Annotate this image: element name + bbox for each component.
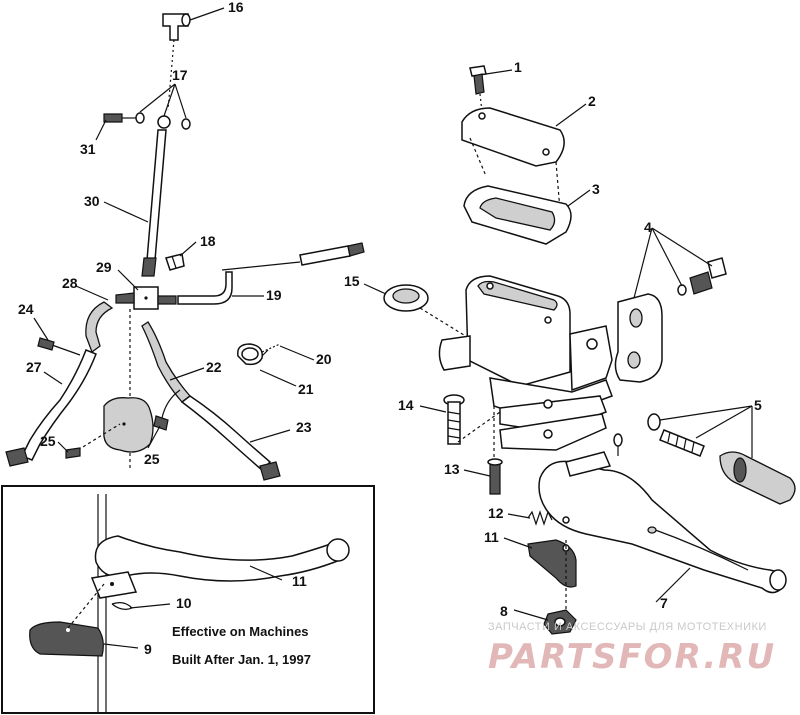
callout-22: 21 (298, 381, 314, 397)
screw-26 (65, 447, 81, 459)
inset-box (1, 485, 375, 714)
cover-2 (461, 107, 565, 211)
callout-26: 25 (40, 433, 56, 449)
callout-9: 9 (144, 641, 152, 657)
callout-15: 14 (398, 397, 414, 413)
callout-4: 4 (644, 219, 652, 235)
callout-14: 13 (444, 461, 460, 477)
callout-24: 23 (296, 419, 312, 435)
callout-3: 3 (592, 181, 600, 197)
hose-28-left (5, 301, 114, 467)
screw-1 (469, 65, 487, 113)
nut-8 (543, 609, 577, 635)
lever-7 (538, 433, 787, 594)
watermark-tagline: ЗАПЧАСТИ И АКСЕССУАРЫ ДЛЯ МОТОТЕХНИКИ (488, 621, 767, 633)
callout-numbers: 16 17 31 30 18 29 19 28 24 27 20 21 22 2… (18, 0, 762, 657)
callout-28: 28 (62, 275, 78, 291)
callout-12: 11 (484, 529, 499, 545)
callout-31: 31 (80, 141, 96, 157)
callout-20: 19 (266, 287, 282, 303)
hose-23-24-right (141, 321, 281, 481)
screw-14 (487, 458, 503, 495)
inset-note-line-1: Effective on Machines (172, 624, 309, 639)
clamp-22 (237, 343, 269, 366)
tie-21 (261, 343, 281, 353)
tee-fitting-17 (162, 13, 191, 111)
hose-20 (177, 242, 365, 305)
callout-2: 2 (588, 93, 596, 109)
banjo-bolt-19 (165, 253, 185, 271)
watermark-brand: PARTSFOR.RU (488, 637, 776, 677)
callout-19: 18 (200, 233, 216, 249)
screw-15 (443, 394, 501, 445)
callout-27: 27 (26, 359, 42, 375)
leader-lines (33, 7, 753, 649)
callout-10: 10 (176, 595, 192, 611)
pad-12 (527, 539, 577, 610)
callout-18: 17 (172, 67, 188, 83)
callout-5: 5 (754, 397, 762, 413)
callout-25-lower: 25 (144, 451, 160, 467)
callout-29: 29 (96, 259, 112, 275)
banjo-washers-18 (103, 112, 191, 130)
spring-13 (527, 510, 553, 526)
callout-8: 8 (500, 603, 508, 619)
callout-25-upper: 24 (18, 301, 34, 317)
diaphragm-16 (383, 284, 473, 341)
callout-30: 30 (84, 193, 100, 209)
callout-7: 7 (660, 595, 668, 611)
brake-line-30 (141, 129, 167, 277)
reservoir-body (438, 275, 613, 460)
callout-17: 16 (228, 0, 244, 15)
inset-note: Effective on Machines Built After Jan. 1… (172, 624, 311, 667)
watermark: ЗАПЧАСТИ И АКСЕССУАРЫ ДЛЯ МОТОТЕХНИКИ PA… (488, 621, 776, 677)
callout-11: 11 (292, 573, 307, 589)
callout-1: 1 (514, 59, 522, 75)
piston-assembly-5 (647, 413, 796, 505)
mount-bracket (77, 397, 154, 453)
callout-21: 20 (316, 351, 332, 367)
gasket-3 (463, 185, 572, 245)
inset-note-line-2: Built After Jan. 1, 1997 (172, 652, 311, 667)
callout-23: 22 (206, 359, 222, 375)
callout-16: 15 (344, 273, 360, 289)
clamp-4 (614, 257, 727, 383)
callout-13: 12 (488, 505, 504, 521)
